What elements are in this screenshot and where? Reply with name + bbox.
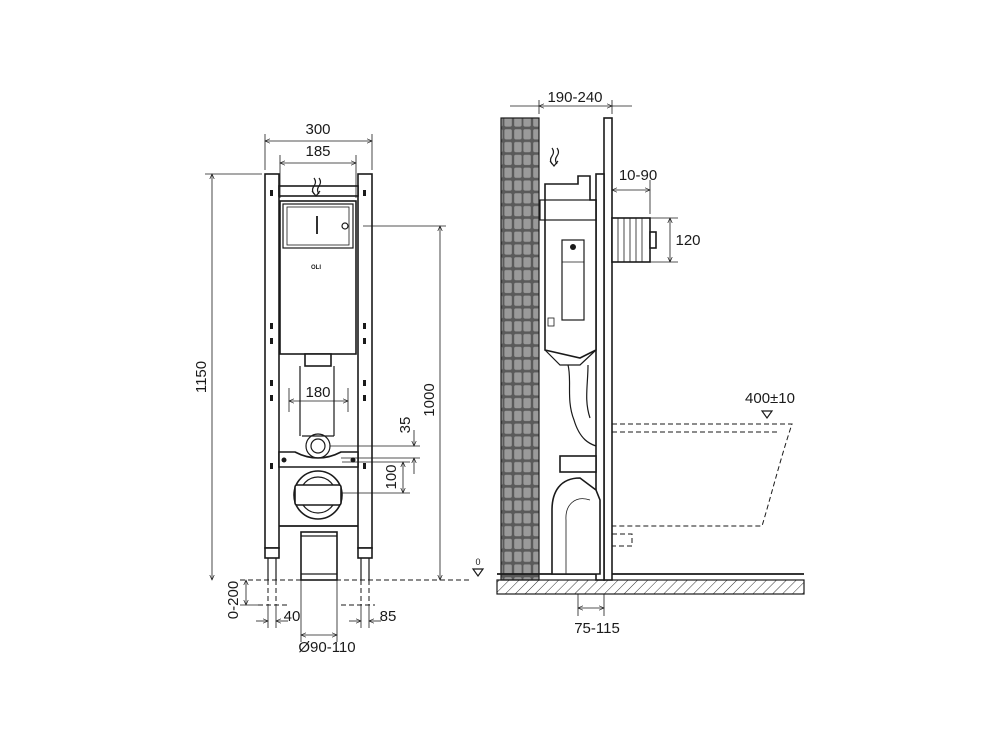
side-flush-pipe bbox=[567, 364, 597, 447]
finished-wall bbox=[603, 117, 613, 581]
flush-plate-opening bbox=[282, 203, 354, 249]
dim-75-115-label: 75-115 bbox=[574, 620, 620, 637]
left-upright bbox=[264, 173, 280, 549]
side-upright bbox=[595, 173, 605, 581]
dim-185-label: 185 bbox=[305, 143, 330, 160]
dim-300-label: 300 bbox=[305, 121, 330, 138]
dim-85-label: 85 bbox=[380, 608, 397, 625]
left-foot-bracket bbox=[264, 547, 280, 559]
dim-10-90-label: 10-90 bbox=[619, 167, 657, 184]
bowl-bracket bbox=[278, 451, 359, 468]
dim-drain-diameter: Ø90-110 bbox=[298, 580, 356, 656]
right-upright bbox=[357, 173, 373, 549]
dim-185: 185 bbox=[280, 143, 356, 198]
dim-100: 100 bbox=[342, 462, 410, 493]
dim-100-label: 100 bbox=[383, 464, 400, 489]
dim-180-label: 180 bbox=[305, 384, 330, 401]
dim-40-label: 40 bbox=[284, 608, 301, 625]
water-inlet-icon bbox=[311, 177, 322, 197]
drain-pipe bbox=[300, 531, 338, 581]
flush-plate-screw bbox=[341, 222, 349, 230]
side-cistern bbox=[544, 175, 597, 359]
flush-outlet bbox=[305, 433, 331, 459]
dim-85: 85 bbox=[349, 605, 396, 628]
leg-extension bbox=[240, 579, 470, 606]
floor-level-label: 0 bbox=[475, 557, 480, 567]
dim-40: 40 bbox=[256, 605, 300, 628]
dim-75-115: 75-115 bbox=[574, 594, 620, 637]
dim-10-90: 10-90 bbox=[612, 167, 657, 214]
brand-logo: OLI bbox=[311, 265, 321, 271]
dim-120-label: 120 bbox=[675, 232, 700, 249]
dim-400-label: 400±10 bbox=[745, 390, 795, 407]
dim-180: 180 bbox=[289, 384, 348, 412]
dim-300: 300 bbox=[265, 121, 372, 170]
side-water-inlet-icon bbox=[549, 147, 560, 167]
flush-pipe-upper bbox=[304, 353, 332, 367]
side-drain-bend bbox=[551, 477, 601, 575]
dim-35: 35 bbox=[330, 417, 420, 474]
brick-wall bbox=[500, 117, 540, 581]
dim-190-240-label: 190-240 bbox=[547, 89, 602, 106]
dim-0-200-label: 0-200 bbox=[225, 581, 242, 619]
dim-1150: 1150 bbox=[193, 174, 262, 580]
dim-400: 400±10 bbox=[745, 390, 795, 420]
level-marker-icon bbox=[760, 410, 774, 420]
dim-drain-diameter-label: Ø90-110 bbox=[298, 639, 355, 656]
front-view: OLI bbox=[193, 121, 470, 656]
dim-1000-label: 1000 bbox=[421, 383, 438, 416]
dim-1150-label: 1150 bbox=[193, 361, 210, 393]
dim-120: 120 bbox=[650, 218, 701, 262]
cistern bbox=[279, 200, 357, 355]
upright-slots bbox=[270, 190, 366, 469]
dim-1000: 1000 bbox=[363, 226, 446, 580]
floor bbox=[496, 579, 805, 595]
wall-hung-bowl bbox=[612, 423, 793, 527]
dim-35-label: 35 bbox=[397, 417, 414, 434]
dim-0-200: 0-200 bbox=[225, 580, 262, 619]
floor-level-icon bbox=[471, 568, 485, 578]
side-view: 190-240 10-90 120 400±10 0 bbox=[471, 89, 805, 637]
floor-level-mark: 0 bbox=[471, 557, 485, 578]
right-foot-bracket bbox=[357, 547, 373, 559]
dim-190-240: 190-240 bbox=[510, 89, 632, 114]
